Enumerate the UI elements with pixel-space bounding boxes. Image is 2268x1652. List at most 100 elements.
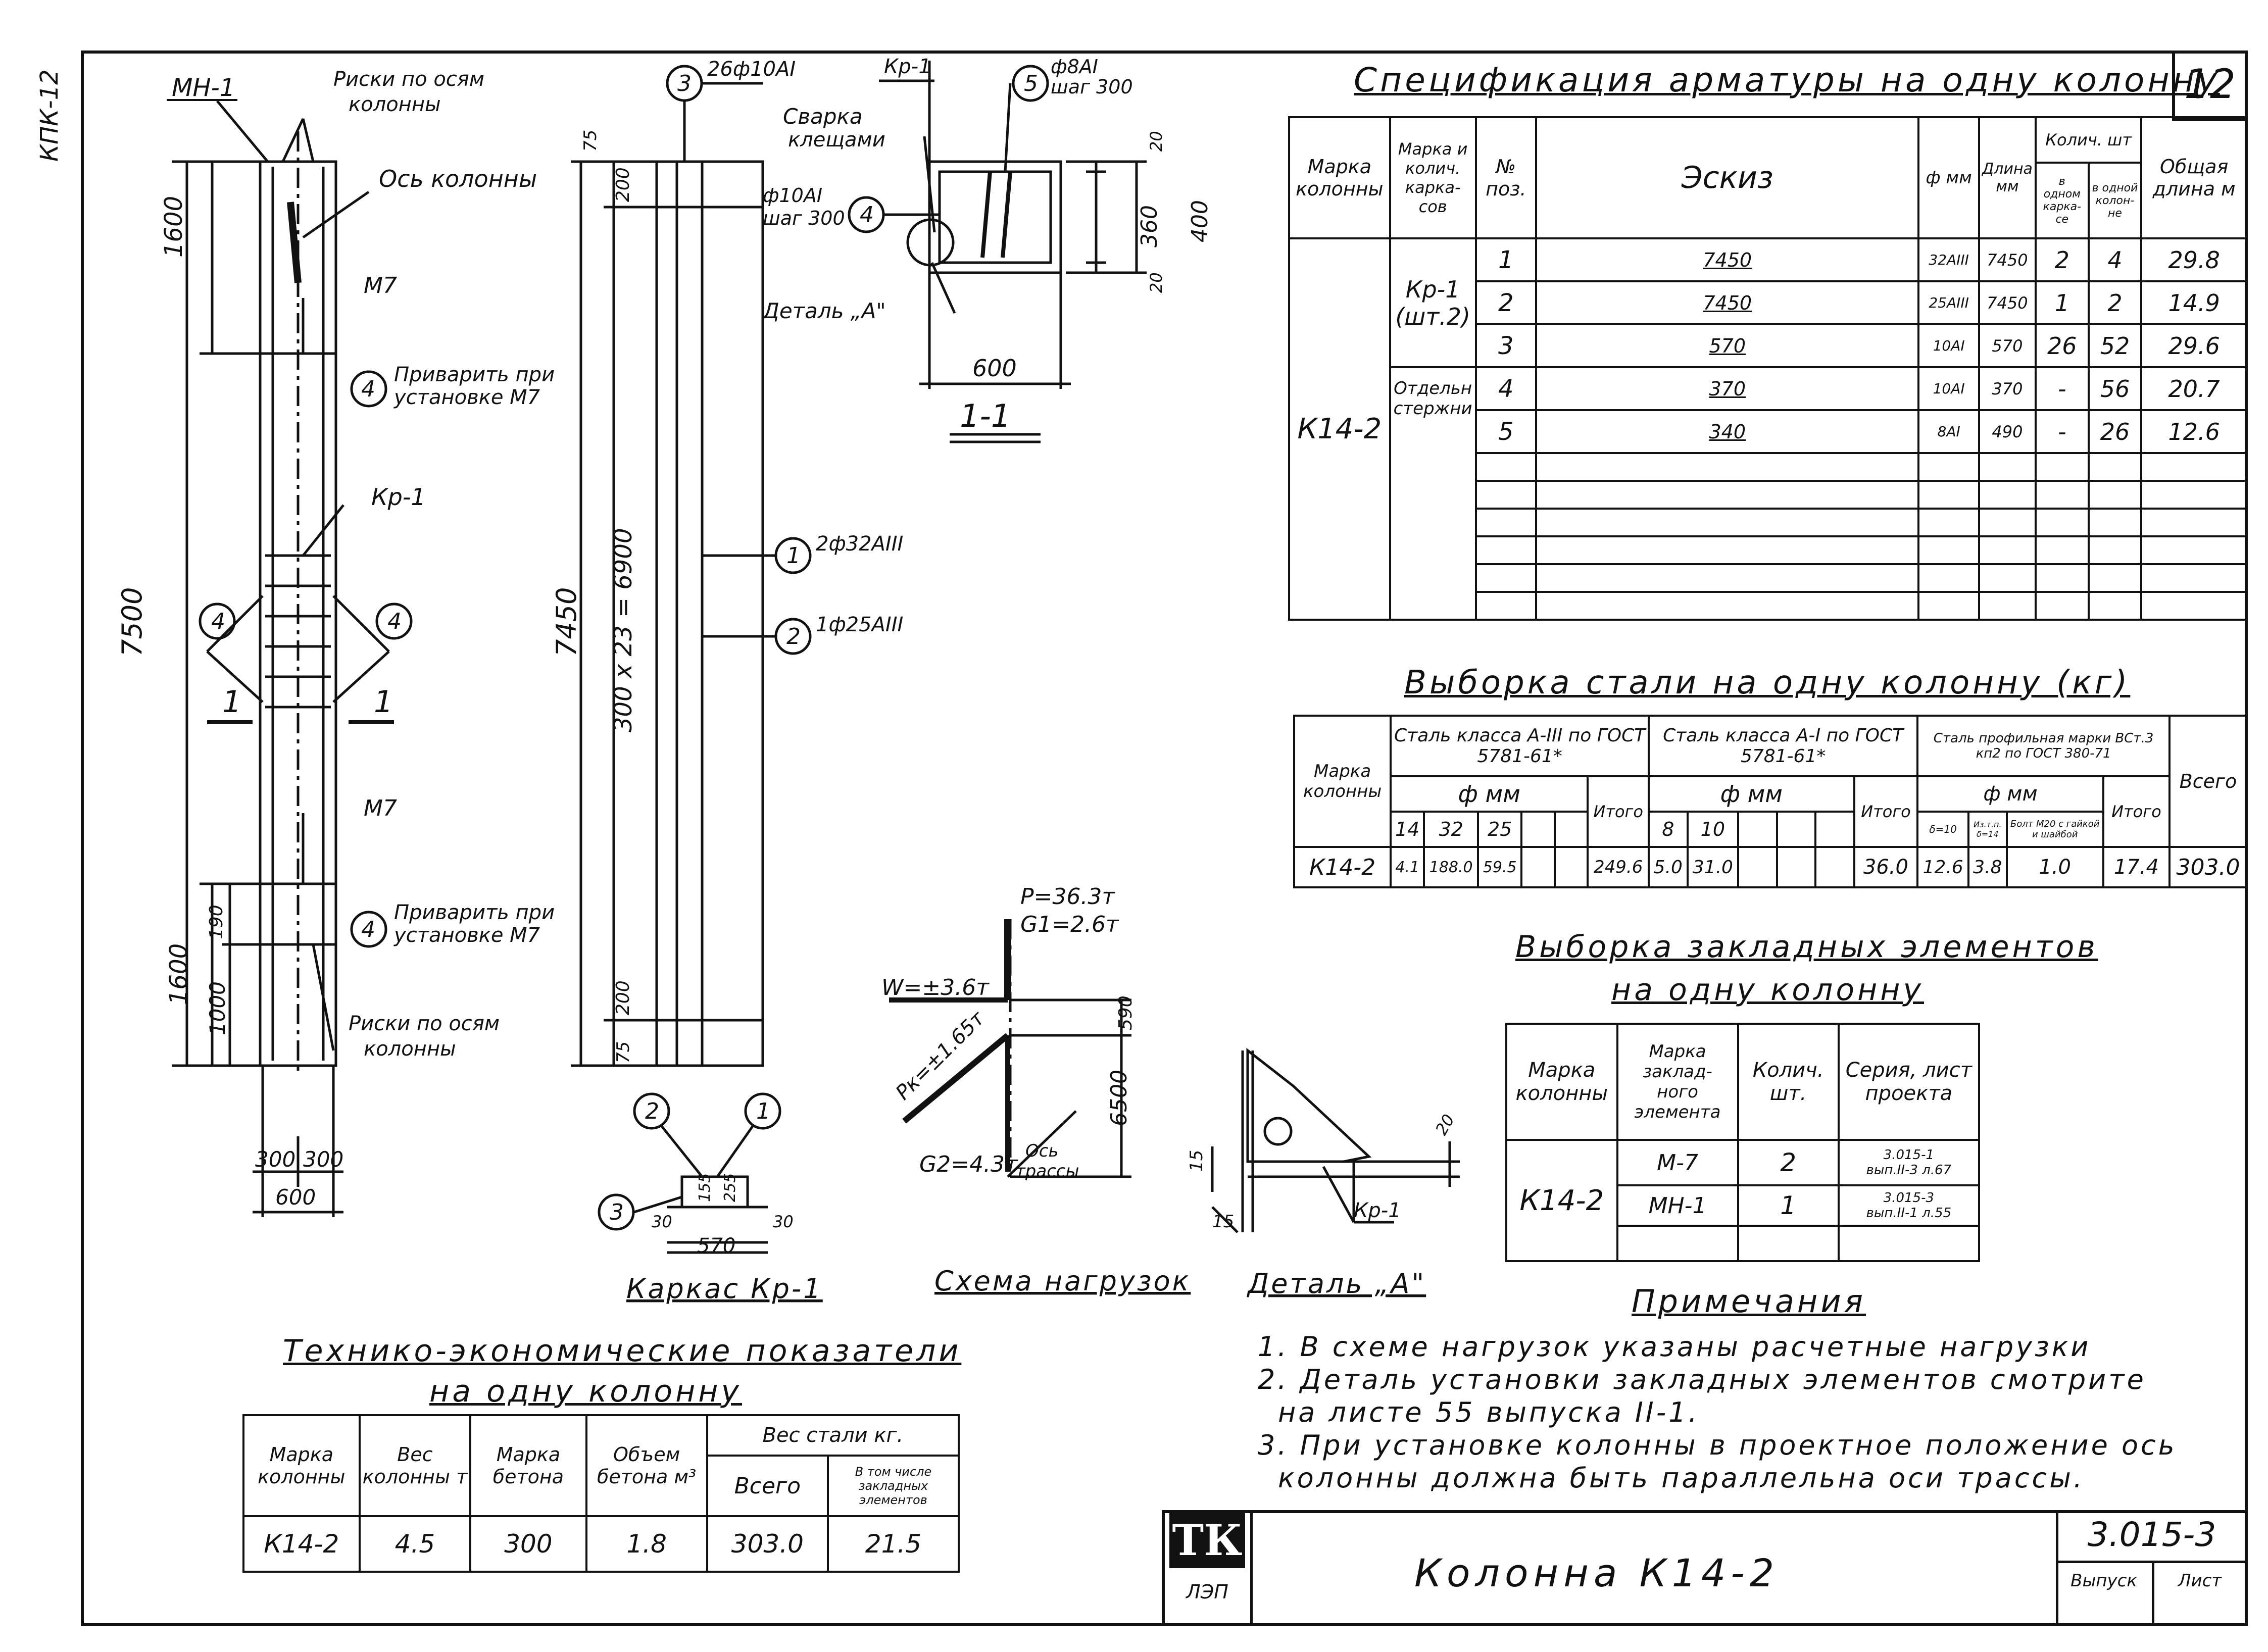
steel-a3-total: 249.6 xyxy=(1587,846,1650,888)
steel-h-vsego: Всего xyxy=(2168,715,2248,848)
steel-table: Марка колонны Сталь класса А-III по ГОСТ… xyxy=(1293,715,2248,888)
load-g1: G1=2.6т xyxy=(1020,912,1119,937)
steel-h-itogo-a1: Итого xyxy=(1853,775,1919,848)
dim-200-top: 200 xyxy=(613,167,633,202)
cut-1-right: 1 xyxy=(374,684,393,720)
spec-r2-dia: 10АI xyxy=(1917,323,1980,368)
spec-r0-c: 4 xyxy=(2087,237,2143,282)
spec-r4-pos: 5 xyxy=(1474,409,1538,454)
note-line-1: 1. В схеме нагрузок указаны расчетные на… xyxy=(1258,1331,2091,1363)
weld-bot-2: установке М7 xyxy=(393,924,540,947)
dim-190: 190 xyxy=(206,905,227,939)
weld-top-1: Приварить при xyxy=(394,363,555,386)
load-d590: 590 xyxy=(1115,995,1136,1030)
spec-title: Спецификация арматуры на одну колонну xyxy=(1354,61,2220,99)
spec-r2-f: 26 xyxy=(2034,323,2090,368)
dim-30a: 30 xyxy=(652,1212,672,1231)
spec-r0-f: 2 xyxy=(2034,237,2090,282)
stamp-right-vdivider xyxy=(2152,1561,2154,1626)
detail-d20: 20 xyxy=(1432,1111,1458,1138)
steel-h-dia-a1: ф мм xyxy=(1648,775,1855,813)
tech-title-1: Технико-экономические показатели xyxy=(283,1333,962,1369)
dim-1600-top: 1600 xyxy=(160,196,188,258)
section-d400: 400 xyxy=(1187,200,1213,242)
section-d20b: 20 xyxy=(1147,272,1166,293)
emb-column: К14-2 xyxy=(1505,1139,1618,1262)
frame-bot-c1: 1 xyxy=(756,1098,770,1124)
load-w: W=±3.6т xyxy=(881,975,990,1000)
steel-sub-a1-1: 10 xyxy=(1686,811,1740,848)
spec-r2-pos: 3 xyxy=(1474,323,1538,368)
steel-h-prof: Сталь профильная марки ВСт.3 кп2 по ГОСТ… xyxy=(1916,715,2171,777)
dim-30b: 30 xyxy=(773,1212,794,1231)
steel-h-dia-prof: ф мм xyxy=(1916,775,2104,813)
spec-r0-len: 7450 xyxy=(1978,237,2037,282)
note-line-2: 2. Деталь установки закладных элементов … xyxy=(1258,1364,2146,1395)
spec-r0-sketch: 7450 xyxy=(1535,237,1920,282)
spec-r3-pos: 4 xyxy=(1474,366,1538,411)
emb-r1-series-2: вып.II-1 л.55 xyxy=(1866,1206,1952,1221)
dim-1600-bot: 1600 xyxy=(165,943,193,1005)
dim-7450: 7450 xyxy=(551,587,582,657)
emb-r0-series-2: вып.II-3 л.67 xyxy=(1866,1163,1952,1178)
section-d600: 600 xyxy=(972,355,1017,382)
spec-r1-c: 2 xyxy=(2087,280,2143,325)
load-d6500: 6500 xyxy=(1106,1070,1132,1126)
spec-group2: Отдельн стержни xyxy=(1389,366,1477,621)
steel-all: 303.0 xyxy=(2168,846,2248,888)
emb-r0-qty: 2 xyxy=(1737,1139,1840,1186)
tech-row-mark: К14-2 xyxy=(242,1515,361,1573)
weld-top-2: установке М7 xyxy=(393,386,540,409)
stamp-title: Колонна К14-2 xyxy=(1414,1550,1780,1595)
spec-h-qty-col: в одной колон- не xyxy=(2087,162,2143,239)
steel-a1-total: 36.0 xyxy=(1853,846,1919,888)
steel-title: Выборка стали на одну колонну (кг) xyxy=(1404,664,2131,702)
spec-r3-t: 20.7 xyxy=(2140,366,2248,411)
spec-r1-pos: 2 xyxy=(1474,280,1538,325)
steel-a1-0: 5.0 xyxy=(1648,846,1689,888)
steel-a3-1: 188.0 xyxy=(1423,846,1480,888)
kr1-elev-label: Кр-1 xyxy=(371,483,426,511)
spec-h-pos: № поз. xyxy=(1474,116,1538,239)
note-line-4: 3. При установке колонны в проектное пол… xyxy=(1258,1429,2177,1461)
emb-r1-el: МН-1 xyxy=(1616,1184,1739,1227)
m7-bot-label: М7 xyxy=(364,795,397,821)
detail-kr1: Кр-1 xyxy=(1354,1199,1401,1222)
embedded-title-1: Выборка закладных элементов xyxy=(1515,929,2098,965)
risks-top-label-1: Риски по осям xyxy=(333,68,484,91)
callout-4-bot: 4 xyxy=(361,917,375,942)
detail-d15b: 15 xyxy=(1212,1212,1234,1232)
section-detail: Деталь „А" xyxy=(762,298,886,323)
stamp-sheet: Лист xyxy=(2178,1571,2222,1591)
steel-sub-a3-1: 32 xyxy=(1423,811,1480,848)
spec-h-mark: Марка колонны xyxy=(1288,116,1391,239)
spec-r4-t: 12.6 xyxy=(2140,409,2248,454)
spec-table: Марка колонны Марка и колич. карка- сов … xyxy=(1288,116,2248,621)
steel-sub-a3-2: 25 xyxy=(1477,811,1523,848)
steel-h-a3: Сталь класса А-III по ГОСТ 5781-61* xyxy=(1390,715,1650,777)
load-axis-1: Ось xyxy=(1025,1141,1059,1161)
tech-h-concrete: Марка бетона xyxy=(469,1414,587,1517)
section-c4-text-2: шаг 300 xyxy=(763,207,845,229)
tech-h-volume: Объем бетона м³ xyxy=(585,1414,708,1517)
spec-r3-f: - xyxy=(2034,366,2090,411)
dim-300b: 300 xyxy=(303,1147,343,1172)
steel-sub-prof-0: δ=10 xyxy=(1916,811,1969,848)
spec-r2-t: 29.6 xyxy=(2140,323,2248,368)
frame-c1-label: 1 xyxy=(786,543,801,569)
steel-prof-0: 12.6 xyxy=(1916,846,1969,888)
frame-outline xyxy=(655,160,764,1067)
callout-4-right: 4 xyxy=(387,609,402,634)
spec-column: К14-2 xyxy=(1288,237,1391,621)
spec-r4-c: 26 xyxy=(2087,409,2143,454)
emb-r0-series-1: 3.015-1 xyxy=(1883,1147,1935,1163)
frame-c2-text: 1ф25АIII xyxy=(816,613,903,636)
spec-h-frame: Марка и колич. карка- сов xyxy=(1389,116,1477,239)
weld-bot-1: Приварить при xyxy=(394,901,555,924)
dim-75-top: 75 xyxy=(580,130,601,152)
detail-d15a: 15 xyxy=(1187,1150,1207,1172)
spec-h-len: Длина мм xyxy=(1978,116,2037,239)
spec-r2-c: 52 xyxy=(2087,323,2143,368)
load-axis-2: трассы xyxy=(1015,1161,1079,1181)
